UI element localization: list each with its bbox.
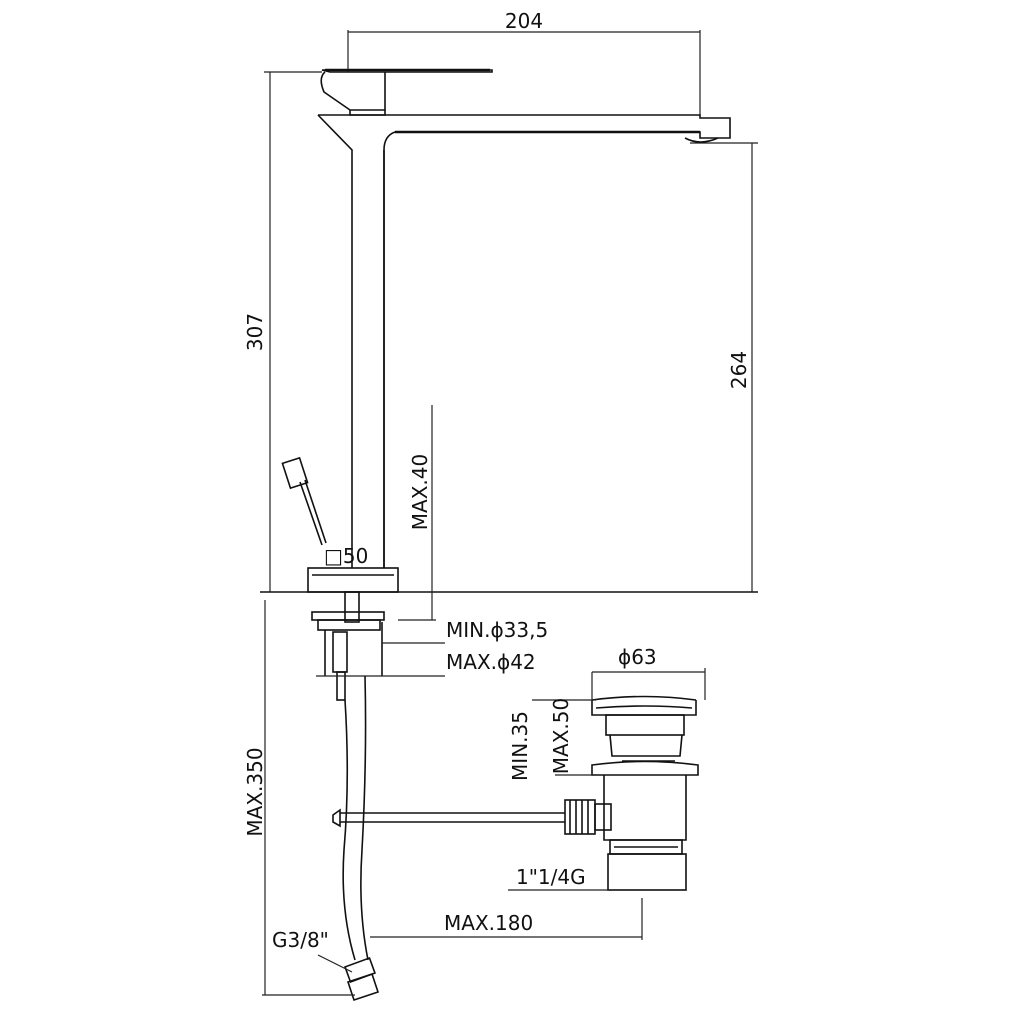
dim-label-307: 307 [243, 313, 267, 351]
dimension-waste-thread: 1"1/4G [508, 854, 609, 891]
dimension-max40: MAX.40 [398, 405, 436, 621]
dim-label-max40: MAX.40 [408, 454, 432, 530]
lift-rod [281, 456, 327, 546]
faucet-body [307, 68, 731, 593]
dim-label-min-hole: MIN.ϕ33,5 [446, 618, 548, 642]
dim-label-max180: MAX.180 [444, 911, 533, 935]
hose-thread-callout: G3/8" [272, 928, 353, 973]
dim-label-max-hole: MAX.ϕ42 [446, 650, 536, 674]
dimension-max180: MAX.180 [370, 898, 643, 940]
dim-label-204: 204 [505, 9, 543, 33]
dimension-307: 307 [243, 71, 322, 592]
dim-label-g38: G3/8" [272, 928, 329, 952]
dimension-waste-diameter: ϕ63 [591, 645, 706, 700]
pull-rod [332, 799, 612, 835]
dim-label-base: □50 [324, 544, 368, 568]
dim-label-min35: MIN.35 [508, 711, 532, 781]
dimension-hole: MIN.ϕ33,5 MAX.ϕ42 [316, 618, 548, 677]
dim-label-phi63: ϕ63 [618, 645, 657, 669]
dimension-204: 204 [347, 9, 701, 115]
dim-label-thread: 1"1/4G [516, 865, 586, 889]
dimension-264: 264 [690, 142, 758, 592]
dim-label-264: 264 [727, 351, 751, 389]
flex-hose [342, 675, 380, 1002]
dim-label-max50: MAX.50 [549, 698, 573, 774]
dimension-max350: MAX.350 [243, 600, 355, 996]
fixing-assembly [311, 591, 385, 701]
waste-assembly [591, 695, 699, 891]
dim-label-max350: MAX.350 [243, 747, 267, 836]
dimension-waste-thickness: MIN.35 MAX.50 [508, 698, 596, 781]
